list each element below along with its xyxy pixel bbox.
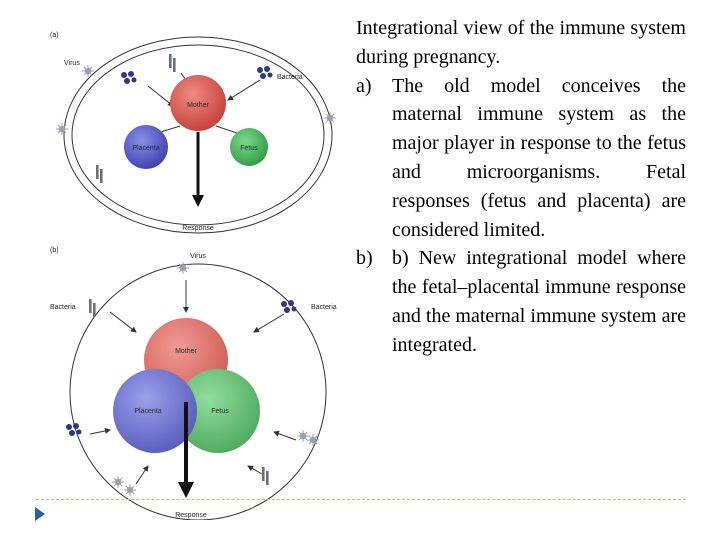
virus-icon (111, 475, 125, 489)
bacteria-icon (281, 300, 297, 313)
panel-a-outer-ring (63, 36, 333, 234)
panel-b-mother-label: Mother (175, 348, 197, 355)
bacteria-rod-icon (262, 467, 269, 485)
panel-a-arrow (227, 79, 261, 101)
panel-a-placenta-label: Placenta (132, 145, 159, 152)
panel-b-fetus-label: Fetus (211, 408, 229, 415)
panel-b-bacteria-left-label: Bacteria (50, 304, 76, 311)
panel-b-virus-label: Virus (190, 253, 206, 260)
bacteria-icon (257, 66, 273, 79)
panel-a-inner-ring (71, 44, 325, 226)
item-marker: b) (356, 247, 373, 270)
fetus-circle (230, 128, 268, 166)
caption-item-a: a) The old model conceives the maternal … (356, 72, 686, 245)
placenta-circle (124, 125, 168, 169)
panel-b-arrow (135, 465, 149, 485)
panel-a-virus-label: Virus (64, 60, 80, 67)
panel-b-arrow (273, 430, 297, 441)
virus-icon (176, 261, 190, 275)
caption-item-b: b) b) New integrational model where the … (356, 244, 686, 359)
bacteria-icon (66, 423, 82, 436)
panel-b-arrow (109, 311, 137, 333)
caption-title: Integrational view of the immune system … (356, 17, 686, 68)
virus-icon (81, 64, 95, 78)
panel-b-outer-ring (69, 263, 327, 520)
placenta-circle (113, 369, 197, 453)
immune-model-figure: (a) Virus Bacteria Mother Placenta Fetus… (48, 22, 344, 520)
panel-a-arrow (147, 85, 174, 107)
panel-a-mother-label: Mother (187, 102, 209, 109)
panel-b-arrow (253, 313, 285, 333)
panel-a-bacteria-label: Bacteria (277, 74, 303, 81)
panel-b-tag: (b) (50, 247, 59, 254)
virus-icon (123, 483, 137, 497)
panel-b-arrow (89, 428, 111, 435)
bacteria-rod-icon (96, 165, 103, 183)
panel-a-fetus-label: Fetus (240, 145, 258, 152)
fetus-circle (176, 369, 260, 453)
item-text: b) New integrational model where the fet… (392, 247, 686, 356)
panel-a-response-label: Response (182, 225, 214, 232)
virus-icon (55, 122, 69, 136)
panel-b-response-label: Response (175, 512, 207, 519)
item-marker: a) (356, 74, 372, 97)
panel-b-arrow (247, 465, 263, 475)
bacteria-rod-icon (169, 54, 176, 72)
item-text: The old model conceives the maternal imm… (392, 74, 686, 241)
play-arrow-icon (35, 507, 45, 521)
figure-svg: (a) Virus Bacteria Mother Placenta Fetus… (50, 32, 337, 520)
slide-divider (36, 499, 686, 500)
panel-a-tag: (a) (50, 32, 59, 39)
panel-b-bacteria-right-label: Bacteria (311, 304, 337, 311)
bacteria-rod-icon (89, 299, 96, 317)
mother-circle (170, 75, 226, 131)
caption-text-block: Integrational view of the immune system … (356, 14, 686, 360)
panel-b-placenta-label: Placenta (134, 408, 161, 415)
virus-icon (323, 111, 337, 125)
bacteria-icon (121, 71, 137, 84)
